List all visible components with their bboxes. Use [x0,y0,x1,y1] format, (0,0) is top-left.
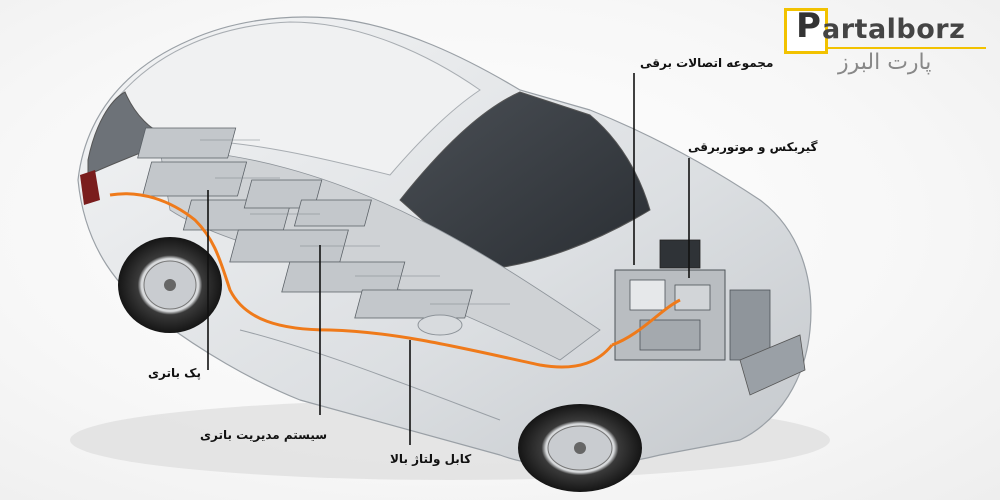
front-wheel [518,404,642,492]
logo-text: artalborz [822,14,965,45]
rear-wheel [118,237,222,333]
logo-letter: P [796,6,821,46]
logo-underline [826,47,986,49]
logo-persian-text: پارت البرز [838,50,931,75]
label-connectors: مجموعه اتصالات برقی [640,56,773,70]
label-gearbox-motor: گیربکس و موتوربرقی [688,140,817,154]
label-bms: سیستم مدیریت باتری [200,428,327,442]
label-battery-pack: پک باتری [148,366,201,380]
label-hv-cable: کابل ولتاژ بالا [390,452,471,466]
side-mirror [418,315,462,335]
